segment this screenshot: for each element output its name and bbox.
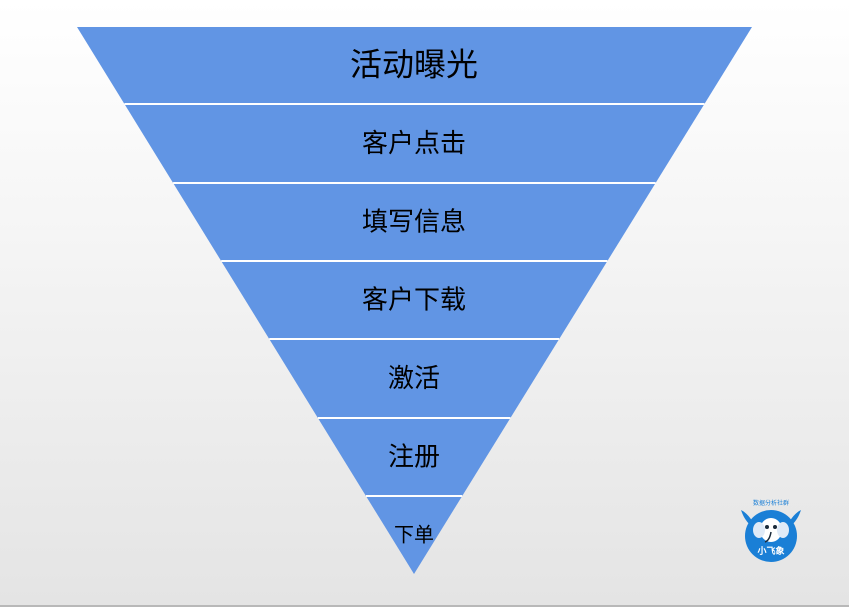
funnel-stage-label-7: 下单 xyxy=(394,523,434,547)
logo-tagline: 数据分析社群 xyxy=(753,499,789,507)
funnel-stage-6 xyxy=(317,418,511,496)
funnel-stage-2 xyxy=(124,104,705,183)
funnel-stage-label-3: 填写信息 xyxy=(362,208,466,238)
logo-name: 小飞象 xyxy=(756,545,784,557)
bottom-border xyxy=(0,605,849,607)
funnel-stage-label-2: 客户点击 xyxy=(362,129,466,159)
funnel-stage-5 xyxy=(269,339,560,418)
funnel-stages xyxy=(77,27,752,574)
funnel-stage-label-6: 注册 xyxy=(388,443,440,473)
funnel-stage-label-1: 活动曝光 xyxy=(350,46,478,84)
funnel-stage-7 xyxy=(365,496,463,574)
funnel-stage-label-5: 激活 xyxy=(388,364,440,394)
xiaofeixiang-logo: 小飞象 数据分析社群 xyxy=(735,496,807,568)
funnel-dividers xyxy=(124,103,705,497)
funnel-stage-4 xyxy=(221,261,608,339)
funnel-stage-label-4: 客户下载 xyxy=(362,286,466,316)
funnel-stage-1 xyxy=(77,27,752,104)
funnel-stage-3 xyxy=(173,183,656,261)
